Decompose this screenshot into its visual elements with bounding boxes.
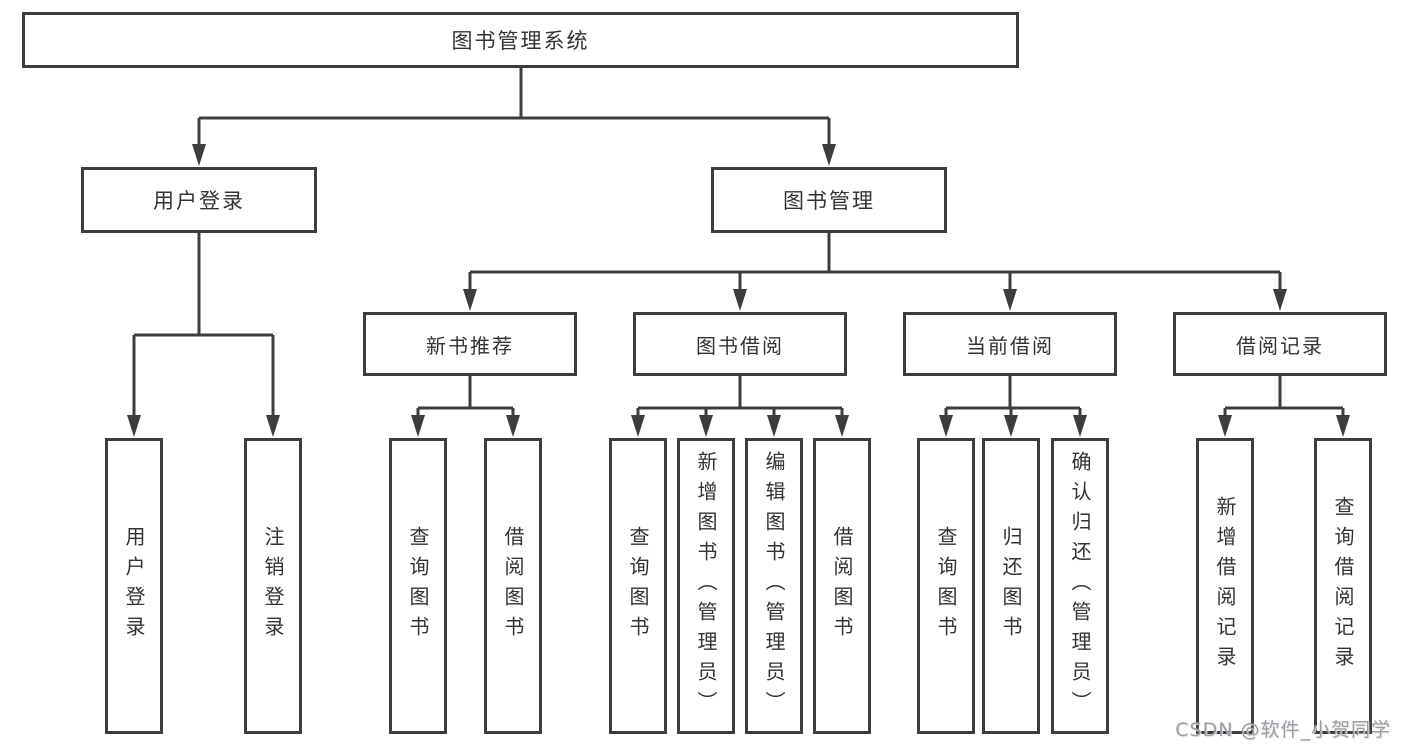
node-book-borrowing-label: 图书借阅 [696,333,784,358]
leaf-nbr-query-books-label: 查询图书 [406,526,430,646]
leaf-bb-query-books: 查询图书 [609,438,667,734]
leaf-bb-edit-books-admin: 编辑图书（管理员） [745,438,803,734]
watermark-text: CSDN @软件_小贺同学 [1175,719,1391,741]
leaf-cb-query-books: 查询图书 [917,438,975,734]
leaf-cb-query-books-label: 查询图书 [934,526,958,646]
leaf-nbr-borrow-books: 借阅图书 [484,438,542,734]
leaf-bb-add-books-admin-label: 新增图书（管理员） [694,451,718,721]
connector-book-borrowing-fork [636,376,844,421]
leaf-nbr-query-books: 查询图书 [389,438,447,734]
connector-root-to-level1 [197,68,831,150]
leaf-logout-label: 注销登录 [261,526,285,646]
leaf-cb-return-books: 归还图书 [982,438,1040,734]
leaf-bb-edit-books-admin-label: 编辑图书（管理员） [762,451,786,721]
node-book-borrowing: 图书借阅 [633,312,847,376]
leaf-bb-borrow-books: 借阅图书 [813,438,871,734]
leaf-bb-query-books-label: 查询图书 [626,526,650,646]
node-borrowing-records-label: 借阅记录 [1236,333,1324,358]
leaf-user-login-label: 用户登录 [122,526,146,646]
leaf-user-login: 用户登录 [105,438,163,734]
node-book-management-label: 图书管理 [783,189,875,213]
leaf-bb-add-books-admin: 新增图书（管理员） [677,438,735,734]
leaf-cb-return-books-label: 归还图书 [999,526,1023,646]
node-root: 图书管理系统 [22,12,1019,68]
leaf-br-add-record-label: 新增借阅记录 [1213,496,1237,676]
node-new-book-recommend-label: 新书推荐 [426,333,514,358]
connector-new-book-recommend-fork [416,376,515,421]
leaf-cb-confirm-return-admin: 确认归还（管理员） [1051,438,1109,734]
connector-current-borrowing-fork [944,376,1082,421]
arrowheads [127,144,1350,437]
leaf-br-query-record: 查询借阅记录 [1314,438,1372,734]
node-current-borrowing-label: 当前借阅 [966,333,1054,358]
node-current-borrowing: 当前借阅 [903,312,1117,376]
leaf-nbr-borrow-books-label: 借阅图书 [501,526,525,646]
leaf-logout: 注销登录 [244,438,302,734]
node-user-login-label: 用户登录 [153,189,245,213]
connector-book-management-fork [468,233,1282,295]
node-book-management: 图书管理 [711,167,947,233]
node-new-book-recommend: 新书推荐 [363,312,577,376]
node-borrowing-records: 借阅记录 [1173,312,1387,376]
node-root-label: 图书管理系统 [451,29,590,53]
leaf-bb-borrow-books-label: 借阅图书 [830,526,854,646]
connector-borrowing-records-fork [1223,376,1345,421]
leaf-br-add-record: 新增借阅记录 [1196,438,1254,734]
connector-user-login-fork [132,232,275,421]
node-user-login: 用户登录 [81,167,317,233]
leaf-cb-confirm-return-admin-label: 确认归还（管理员） [1068,451,1092,721]
leaf-br-query-record-label: 查询借阅记录 [1331,496,1355,676]
